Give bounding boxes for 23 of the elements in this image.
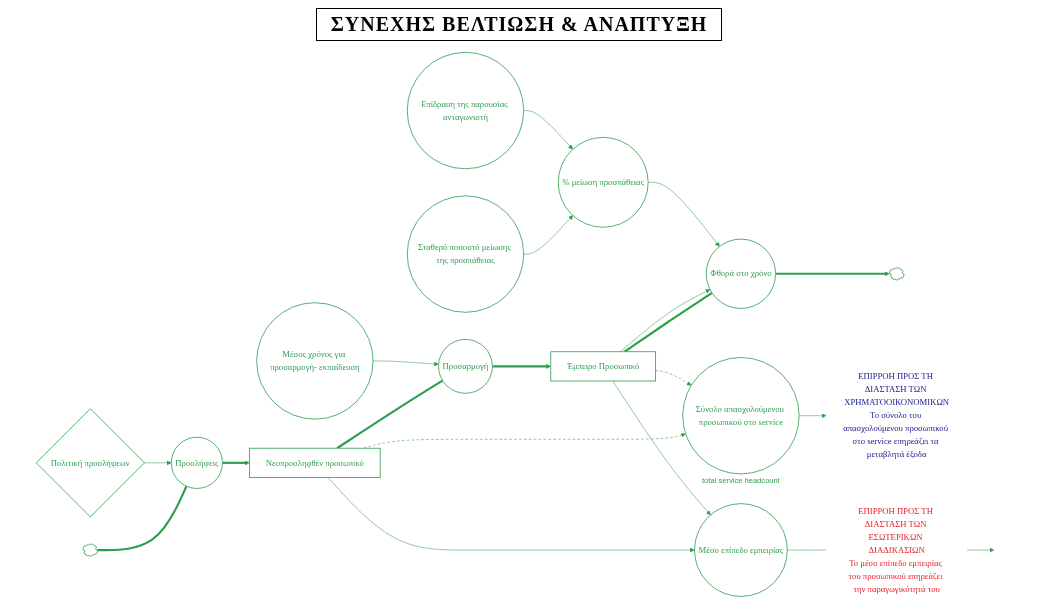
- node-circle: Προσλήψεις: [170, 436, 223, 489]
- node-cloud: [82, 543, 98, 557]
- connector: [97, 485, 188, 551]
- node-box: Έμπειρο Προσωπικό: [550, 350, 657, 381]
- node-circle: Προσαρμογή: [438, 338, 493, 394]
- node-circle: Μέσος χρόνος για προσαρμογή- εκπαίδευση: [256, 301, 374, 420]
- node-box: Νεοπροσληφθέν προσωπικό: [249, 447, 381, 478]
- node-circle: Σύνολο απασχολούμενου προσωπικού στο service: [682, 356, 800, 474]
- node-circle: Μέσο επίπεδο εμπειρίας: [694, 502, 788, 597]
- node-cloud: [889, 267, 905, 280]
- connector: [787, 549, 827, 550]
- node-circle: Επίδραση της παρουσίας ανταγωνιστή: [406, 51, 525, 169]
- node-text: ΕΠΙΡΡΟΗ ΠΡΟΣ ΤΗ ΔΙΑΣΤΑΣΗ ΤΩΝ ΧΡΗΜΑΤΟΟΙΚΟΝΟΜΙΚΩΝ Το σύνολο του απασχολούμενου προσωπικού στο service επηρεάζει τα μεταβλητά έξοδα: [843, 371, 950, 459]
- node-circle: Σταθερό ποσοστό μείωσης της προσπάθειας: [406, 194, 525, 313]
- arrow: [775, 270, 890, 276]
- node-circle: % μείωση προσπάθειας: [557, 136, 649, 228]
- node-text: ΕΠΙΡΡΟΗ ΠΡΟΣ ΤΗ ΔΙΑΣΤΑΣΗ ΤΩΝ ΕΣΩΤΕΡΙΚΩΝ ΔΙΑΔΙΚΑΣΙΩΝ Το μέσο επίπεδο εμπειρίας του προσωπικού επηρεάζει την παραγωγικότητά του: [848, 505, 943, 593]
- connector: [336, 379, 444, 449]
- node-circle: Φθορά στο χρόνο: [705, 238, 777, 309]
- node-diamond: Πολιτική προσλήψεων: [35, 407, 145, 517]
- arrow: [492, 363, 551, 369]
- diagram-title: ΣΥΝΕΧΗΣ ΒΕΛΤΙΩΣΗ & ΑΝΑΠΤΥΞΗ: [315, 8, 723, 41]
- arrow: [222, 459, 250, 465]
